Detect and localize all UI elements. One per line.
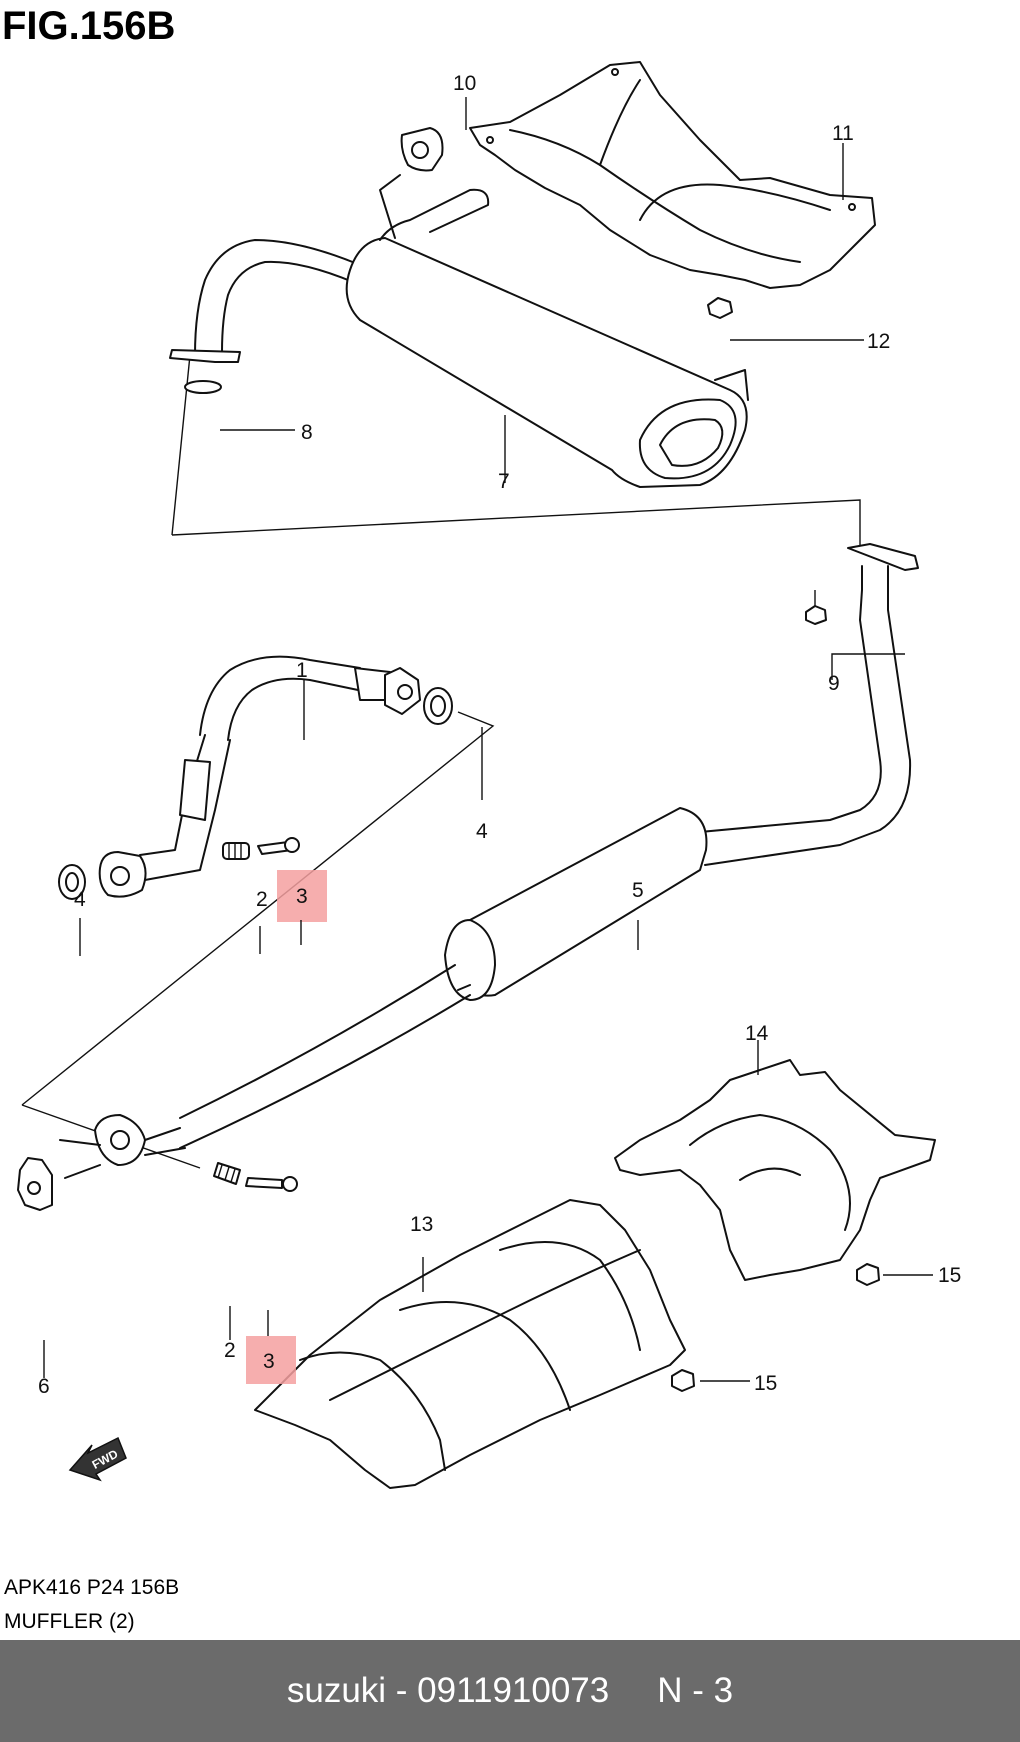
callout-6: 6 bbox=[38, 1375, 50, 1398]
rear-muffler[interactable] bbox=[169, 174, 749, 488]
callout-2-lower: 2 bbox=[224, 1339, 236, 1362]
callout-11: 11 bbox=[832, 122, 854, 145]
front-muffler[interactable] bbox=[179, 543, 919, 1149]
callout-1: 1 bbox=[296, 659, 308, 682]
callout-2-upper: 2 bbox=[256, 888, 268, 911]
part-footer: suzuki - 0911910073 N - 3 bbox=[0, 1640, 1020, 1742]
diagram-name: MUFFLER (2) bbox=[4, 1610, 135, 1633]
callout-4-upper: 4 bbox=[476, 820, 488, 843]
bolt-3-upper[interactable] bbox=[257, 837, 300, 855]
nut-12[interactable] bbox=[707, 297, 733, 319]
callout-15-lower: 15 bbox=[754, 1372, 777, 1395]
callout-8: 8 bbox=[301, 421, 313, 444]
callout-15-upper: 15 bbox=[938, 1264, 961, 1287]
callout-3-upper: 3 bbox=[296, 885, 308, 908]
nut-15-upper[interactable] bbox=[856, 1263, 880, 1286]
callout-4-lower: 4 bbox=[74, 888, 86, 911]
figure-title: FIG.156B bbox=[2, 4, 176, 48]
bolt-3-lower[interactable] bbox=[245, 1176, 298, 1192]
callout-10: 10 bbox=[453, 72, 476, 95]
gasket-4-lower[interactable] bbox=[58, 864, 86, 900]
gasket-8[interactable] bbox=[184, 380, 222, 394]
spring-2-upper[interactable] bbox=[222, 842, 250, 860]
heat-shield-upper[interactable] bbox=[469, 61, 876, 289]
bracket-6[interactable] bbox=[17, 1157, 53, 1211]
footer-brand-part-number: suzuki - 0911910073 bbox=[286, 1671, 610, 1710]
gasket-4-upper[interactable] bbox=[423, 687, 453, 725]
exhaust-diagram: FWD 10 11 12 8 7 1 9 4 4 2 3 5 14 15 13 … bbox=[17, 61, 961, 1489]
callout-3-lower: 3 bbox=[263, 1350, 275, 1373]
leader-lines bbox=[43, 97, 933, 1382]
callout-13: 13 bbox=[410, 1213, 433, 1236]
nut-15-lower[interactable] bbox=[671, 1369, 695, 1392]
heat-shield-13[interactable] bbox=[254, 1199, 686, 1489]
spring-2-lower[interactable] bbox=[213, 1162, 241, 1185]
highlight-part-3-upper bbox=[277, 870, 327, 922]
fwd-arrow-icon: FWD bbox=[68, 1436, 127, 1482]
assembly-outline bbox=[21, 354, 861, 1169]
footer-reference: N - 3 bbox=[657, 1671, 734, 1710]
nut-9[interactable] bbox=[805, 590, 827, 625]
callout-9: 9 bbox=[828, 672, 840, 695]
diagram-code: APK416 P24 156B bbox=[4, 1576, 180, 1599]
heat-shield-14[interactable] bbox=[614, 1059, 936, 1281]
callout-7: 7 bbox=[498, 470, 510, 493]
hanger-rubber[interactable] bbox=[400, 127, 444, 172]
front-pipe-flange[interactable] bbox=[59, 1114, 186, 1179]
center-pipe[interactable] bbox=[98, 655, 421, 898]
callout-14: 14 bbox=[745, 1022, 769, 1045]
callout-5: 5 bbox=[632, 879, 644, 902]
highlight-part-3-lower bbox=[246, 1336, 296, 1384]
callout-12: 12 bbox=[867, 330, 890, 353]
